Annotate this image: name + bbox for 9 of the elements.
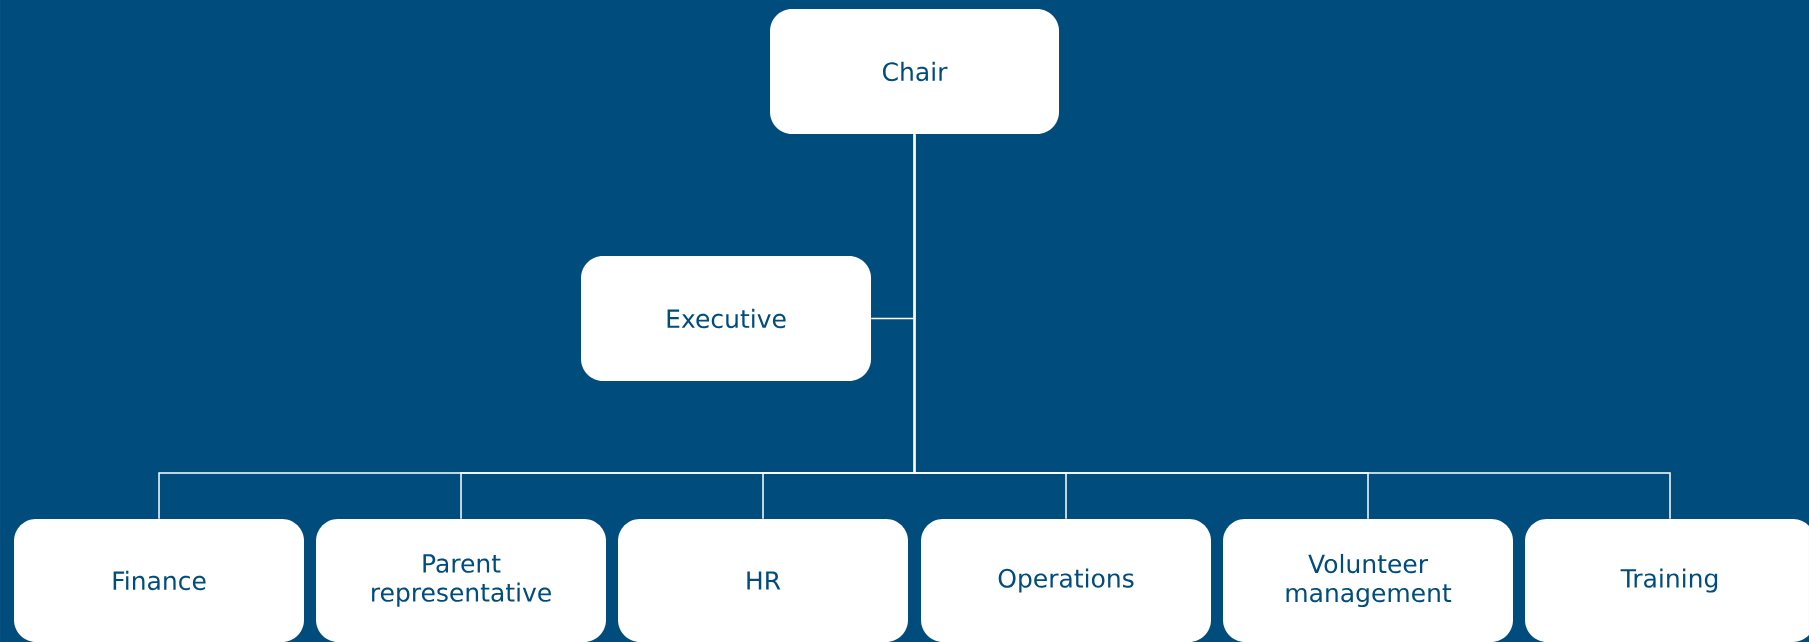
org-box: Finance [14,519,304,642]
org-box: Volunteer management [1223,519,1513,642]
org-box: Training [1525,519,1809,642]
org-box: Operations [921,519,1211,642]
org-box: Parent representative [316,519,606,642]
connector-line [913,133,1671,520]
org-box: HR [618,519,908,642]
org-box: Chair [770,9,1059,134]
org-box: Executive [581,256,871,381]
